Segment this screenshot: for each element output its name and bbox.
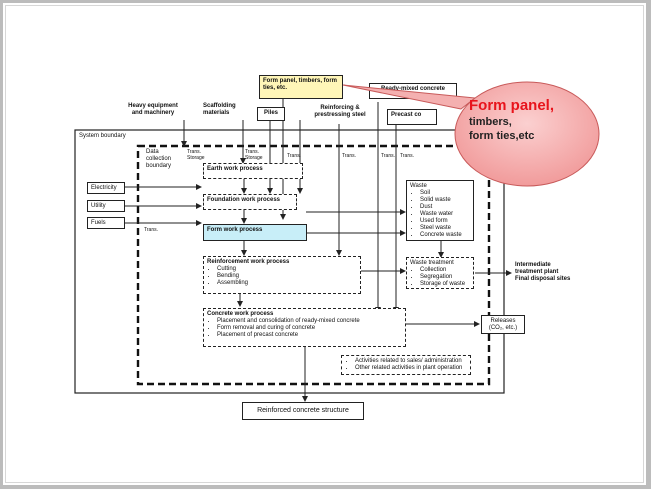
intermediate-treatment-label: Intermediate treatment plant Final dispo… bbox=[515, 262, 571, 282]
reinforcement-title: Reinforcement work process bbox=[207, 259, 290, 265]
scaffolding-label: Scaffolding materials bbox=[203, 103, 236, 116]
waste-item: Steel waste bbox=[420, 225, 470, 232]
piles-box: Piles bbox=[257, 107, 285, 121]
concrete-item: Placement of precast concrete bbox=[217, 332, 402, 339]
waste-item: Waste water bbox=[420, 211, 470, 218]
concrete-item: Form removal and curing of concrete bbox=[217, 325, 402, 332]
fuels-box: Fuels bbox=[87, 217, 125, 229]
trans-label-precast: Trans. bbox=[400, 153, 414, 159]
waste-treatment-item: Collection bbox=[420, 267, 470, 274]
trans-storage-label-2: Trans. Storage bbox=[245, 149, 263, 161]
trans-storage-label-1: Trans. Storage bbox=[187, 149, 205, 161]
reinforcement-work-process: Reinforcement work process Cutting Bendi… bbox=[203, 256, 361, 294]
waste-title: Waste bbox=[410, 183, 427, 189]
activity-item: Activities related to sales/ administrat… bbox=[355, 358, 467, 365]
waste-item: Solid waste bbox=[420, 197, 470, 204]
callout-bubble bbox=[342, 81, 600, 187]
callout-line: form ties,etc bbox=[469, 130, 535, 142]
reinforcement-item: Cutting bbox=[217, 266, 357, 273]
form-panel-box: Form panel, timbers, form ties, etc. bbox=[259, 75, 343, 99]
activity-item: Other related activities in plant operat… bbox=[355, 365, 467, 372]
trans-label-steel: Trans. bbox=[342, 153, 356, 159]
earth-work-process: Earth work process bbox=[203, 163, 303, 179]
callout-line: timbers, bbox=[469, 116, 512, 128]
diagram-lines bbox=[74, 99, 512, 402]
trans-label-piles: Trans. bbox=[287, 153, 301, 159]
precast-box: Precast co bbox=[387, 109, 437, 125]
trans-label-left: Trans. bbox=[144, 227, 158, 233]
waste-item: Soil bbox=[420, 190, 470, 197]
reinforcement-item: Assembling bbox=[217, 280, 357, 287]
reinforcement-item: Bending bbox=[217, 273, 357, 280]
concrete-title: Concrete work process bbox=[207, 311, 274, 317]
concrete-work-process: Concrete work process Placement and cons… bbox=[203, 308, 406, 347]
foundation-work-process: Foundation work process bbox=[203, 194, 297, 210]
callout-title: Form panel, bbox=[469, 97, 555, 114]
electricity-box: Electricity bbox=[87, 182, 125, 194]
slide-border bbox=[5, 5, 644, 483]
waste-treatment-item: Storage of waste bbox=[420, 281, 470, 288]
waste-box: Waste Soil Solid waste Dust Waste water … bbox=[406, 180, 474, 241]
activities-box: Activities related to sales/ administrat… bbox=[341, 355, 471, 375]
system-boundary-label: System boundary bbox=[79, 133, 126, 139]
waste-item: Used form bbox=[420, 218, 470, 225]
output-box: Reinforced concrete structure bbox=[242, 402, 364, 420]
slide: Form panel, timbers, form ties, etc. Hea… bbox=[3, 3, 646, 485]
form-work-process: Form work process bbox=[203, 224, 307, 241]
data-boundary-rect bbox=[136, 144, 491, 386]
waste-item: Dust bbox=[420, 204, 470, 211]
waste-treatment-box: Waste treatment Collection Segregation S… bbox=[406, 257, 474, 289]
releases-box: Releases (CO₂, etc.) bbox=[481, 315, 525, 334]
waste-treatment-item: Segregation bbox=[420, 274, 470, 281]
waste-treatment-title: Waste treatment bbox=[410, 260, 454, 266]
waste-item: Concrete waste bbox=[420, 232, 470, 239]
data-boundary-label: Data collection boundary bbox=[146, 149, 172, 169]
callout-text: Form panel, timbers, form ties,etc bbox=[469, 97, 599, 143]
heavy-equipment-label: Heavy equipment and machinery bbox=[128, 103, 178, 116]
system-boundary-rect bbox=[74, 129, 505, 394]
reinforcing-label: Reinforcing & prestressing steel bbox=[314, 105, 366, 118]
utility-box: Utility bbox=[87, 200, 125, 212]
concrete-item: Placement and consolidation of ready-mix… bbox=[217, 318, 402, 325]
trans-label-concrete: Trans. bbox=[381, 153, 395, 159]
